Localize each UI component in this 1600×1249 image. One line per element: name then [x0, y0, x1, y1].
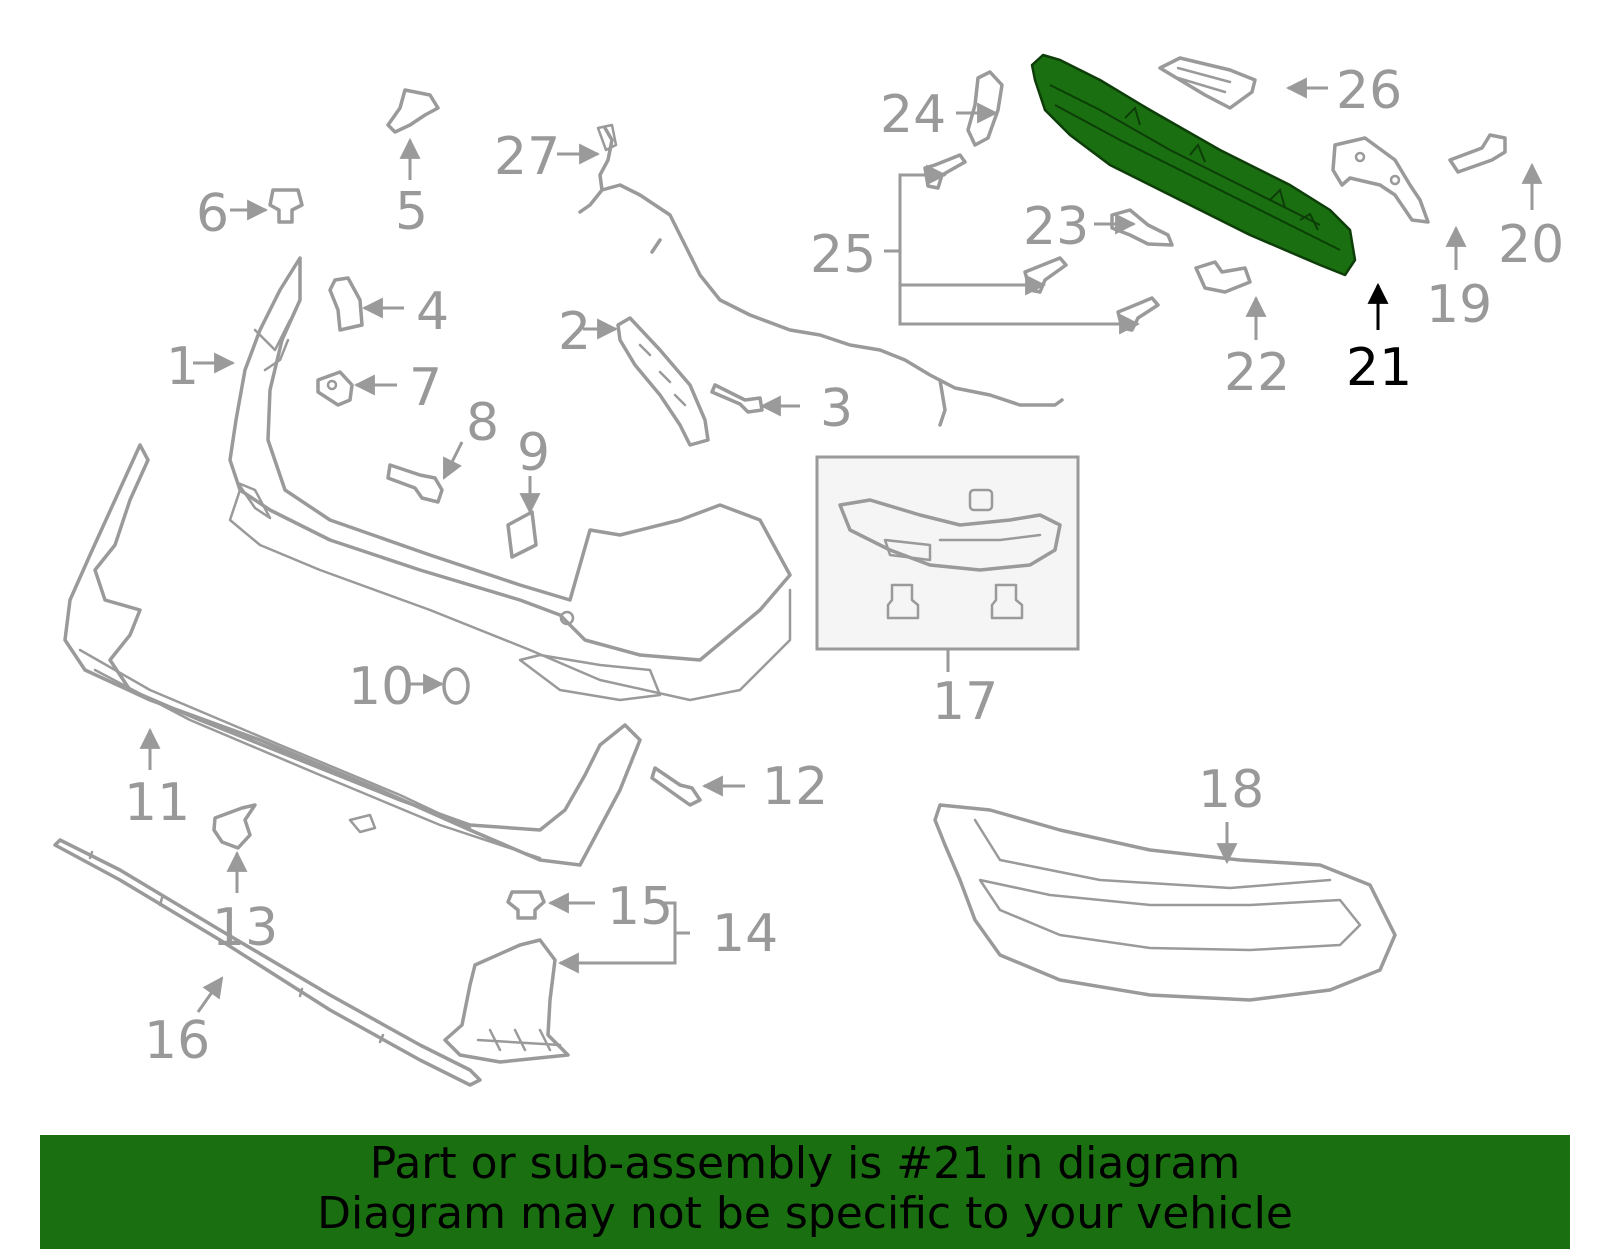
- callout-7: 7: [409, 358, 442, 418]
- callout-9: 9: [517, 423, 550, 483]
- part-23-bracket[interactable]: [1110, 208, 1174, 247]
- part-24-bracket[interactable]: [966, 70, 1004, 147]
- leader-25: [898, 164, 948, 251]
- part-22-bracket[interactable]: [1194, 260, 1252, 294]
- part-17-lamp-kit[interactable]: [815, 455, 1080, 651]
- callout-5: 5: [395, 182, 428, 242]
- part-14-bracket[interactable]: [443, 938, 570, 1064]
- part-8-screw[interactable]: [386, 463, 444, 504]
- leader-8: [442, 441, 464, 480]
- callout-3: 3: [820, 379, 853, 439]
- banner-line-2: Diagram may not be specific to your vehi…: [317, 1188, 1293, 1239]
- callout-10: 10: [348, 657, 414, 717]
- callout-1: 1: [166, 337, 199, 397]
- callout-4: 4: [416, 282, 449, 342]
- callout-23: 23: [1023, 197, 1089, 257]
- leader-25-low: [898, 251, 1141, 335]
- callout-2: 2: [558, 302, 591, 362]
- callout-24: 24: [880, 85, 946, 145]
- callout-22: 22: [1224, 343, 1290, 403]
- callout-25: 25: [810, 225, 876, 285]
- callout-14: 14: [712, 904, 778, 964]
- part-18-lamp-bezel[interactable]: [933, 803, 1397, 1002]
- part-3-bolt[interactable]: [710, 383, 764, 414]
- part-19-bracket[interactable]: [1331, 136, 1430, 224]
- info-banner: Part or sub-assembly is #21 in diagram D…: [40, 1135, 1570, 1249]
- part-7-nut[interactable]: [316, 370, 354, 407]
- part-15-grommet[interactable]: [506, 890, 546, 920]
- part-5-pin[interactable]: [386, 88, 440, 134]
- part-16-trim-strip[interactable]: [53, 838, 482, 1087]
- part-13-clip[interactable]: [212, 803, 257, 850]
- callout-8: 8: [466, 393, 499, 453]
- part-10-plug[interactable]: [442, 667, 470, 705]
- part-12-bolt[interactable]: [650, 766, 702, 807]
- callout-26: 26: [1336, 61, 1402, 121]
- part-9-label[interactable]: [506, 510, 538, 559]
- callout-11: 11: [124, 773, 190, 833]
- part-20-bolt[interactable]: [1448, 133, 1507, 174]
- callout-12: 12: [762, 757, 828, 817]
- part-4-clip[interactable]: [328, 276, 364, 332]
- leader-lines: [139, 77, 1543, 1013]
- callout-17: 17: [932, 672, 998, 732]
- callout-27: 27: [494, 127, 560, 187]
- callout-19: 19: [1426, 275, 1492, 335]
- part-27-wiring-harness[interactable]: [578, 123, 1064, 427]
- leader-16: [196, 976, 224, 1013]
- part-6-retainer[interactable]: [268, 188, 304, 224]
- part-26-plate[interactable]: [1158, 56, 1257, 110]
- part-1-bumper-cover[interactable]: [228, 256, 792, 702]
- callout-15: 15: [607, 877, 673, 937]
- callout-16: 16: [144, 1011, 210, 1071]
- part-11-lower-valance[interactable]: [63, 443, 642, 867]
- banner-line-1: Part or sub-assembly is #21 in diagram: [369, 1138, 1241, 1189]
- callout-18: 18: [1198, 760, 1264, 820]
- callout-21: 21: [1346, 338, 1412, 398]
- callout-6: 6: [196, 184, 229, 244]
- callout-20: 20: [1498, 215, 1564, 275]
- part-21-reinforcement-beam[interactable]: [1030, 53, 1357, 277]
- part-2-bracket[interactable]: [616, 316, 710, 447]
- callout-13: 13: [212, 898, 278, 958]
- callout-labels: 1 2 3 4 5 6 7 8 9 10 11 12 13 14 15 16 1…: [124, 61, 1564, 1071]
